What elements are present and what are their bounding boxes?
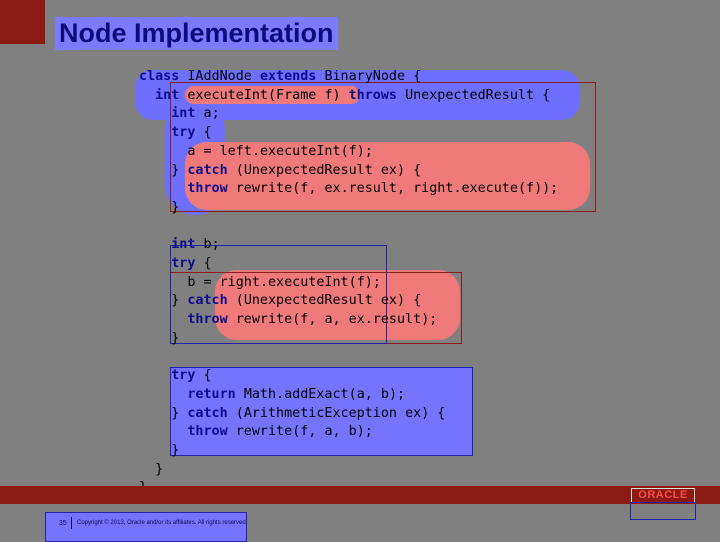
code-keyword: throw: [187, 312, 228, 328]
code-line: int executeInt(Frame f) throws Unexpecte…: [155, 87, 551, 103]
code-line: } catch (UnexpectedResult ex) {: [139, 162, 422, 178]
code-keyword: throw: [187, 181, 228, 197]
code-line: } catch (ArithmeticException ex) {: [139, 405, 446, 421]
code-keyword: extends: [259, 69, 317, 84]
code-line: }: [139, 330, 180, 346]
code-keyword: throw: [187, 424, 228, 440]
code-keyword: catch: [187, 293, 228, 309]
code-keyword: try: [171, 256, 196, 272]
code-line: [139, 218, 558, 237]
code-line: throw rewrite(f, a, ex.result);: [187, 312, 438, 328]
footer: 35 Copyright © 2013, Oracle and/or its a…: [45, 512, 247, 542]
code-keyword: return: [187, 386, 236, 402]
code-keyword: class: [139, 69, 180, 84]
code-line: throw rewrite(f, ex.result, right.execut…: [187, 181, 559, 197]
code-line: throw rewrite(f, a, b);: [187, 424, 373, 440]
code-keyword: throws: [348, 87, 397, 103]
code-keyword: catch: [187, 405, 228, 421]
code-line: } catch (UnexpectedResult ex) {: [139, 293, 422, 309]
code-keyword: try: [171, 368, 196, 384]
code-listing: class IAddNode extends BinaryNode { int …: [139, 68, 558, 498]
code-keyword: int: [171, 106, 196, 122]
copyright-text: Copyright © 2013, Oracle and/or its affi…: [77, 520, 248, 526]
oracle-logo: ORACLE: [631, 488, 695, 503]
code-keyword: try: [171, 125, 196, 141]
highlight-red-2: [185, 142, 590, 210]
code-line: try {: [171, 256, 212, 272]
code-keyword: int: [155, 87, 180, 103]
code-keyword: int: [171, 237, 196, 253]
corner-accent: [0, 0, 45, 44]
code-line: a = left.executeInt(f);: [187, 143, 373, 159]
code-line: b = right.executeInt(f);: [187, 274, 381, 290]
footer-bar: [0, 486, 720, 504]
code-line: }: [139, 461, 164, 477]
slide-title: Node Implementation: [55, 17, 338, 50]
code-line: try {: [171, 368, 212, 384]
code-line: return Math.addExact(a, b);: [187, 386, 406, 402]
code-line: int b;: [171, 237, 220, 253]
outline-block-1: [170, 82, 596, 212]
code-keyword: catch: [187, 162, 228, 178]
code-line: [139, 349, 558, 368]
code-line: class IAddNode extends BinaryNode {: [139, 69, 422, 84]
logo-placeholder: [630, 502, 696, 520]
code-line: }: [139, 443, 180, 459]
page-number: 35: [59, 520, 67, 527]
highlight-red-1: [185, 86, 360, 104]
highlight-red-3: [215, 270, 460, 340]
code-line: try {: [171, 125, 212, 141]
outline-block-2-blue: [170, 245, 387, 344]
footer-divider: [71, 517, 72, 529]
code-line: int a;: [171, 106, 220, 122]
code-line: }: [139, 199, 180, 215]
highlight-block-3: [170, 367, 473, 456]
